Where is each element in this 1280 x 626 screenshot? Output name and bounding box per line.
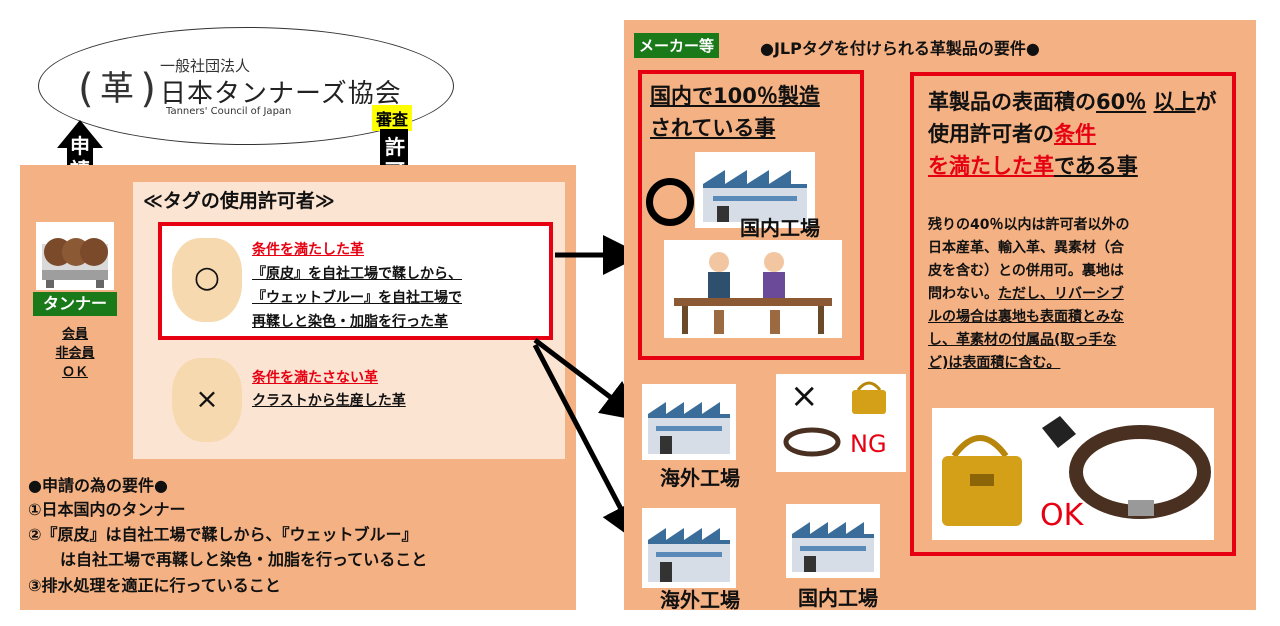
- license-holder-title: ≪タグの使用許可者≫: [143, 190, 335, 212]
- surface-body-part: 問わない。: [928, 286, 998, 302]
- domestic-box: [638, 70, 864, 360]
- ng-bag-icon: [846, 376, 892, 416]
- requirement-item: ③排水処理を適正に行っていること: [28, 576, 281, 595]
- leather-hide-icon: [172, 358, 242, 442]
- craftsmen-illustration: [664, 240, 842, 338]
- review-badge: 審査: [372, 105, 413, 131]
- org-name-en: Tanners' Council of Japan: [166, 106, 292, 117]
- leather-ng-title: 条件を満たさない革: [252, 370, 378, 386]
- overseas-factory-label-2: 海外工場: [660, 588, 740, 612]
- requirement-item: ①日本国内のタンナー: [28, 500, 186, 519]
- ng-belt-icon: [782, 424, 842, 460]
- surface-body-line: ルの場合は裏地も表面積とみな: [928, 309, 1124, 325]
- leather-hide-icon: [172, 238, 242, 322]
- leather-ok-title: 条件を満たした革: [252, 242, 364, 258]
- surface-title-part: 革製品の表面積の: [928, 90, 1096, 114]
- surface-title-part: である事: [1054, 154, 1138, 178]
- requirements-title: ●申請の為の要件●: [28, 476, 168, 495]
- domestic-factory-label: 国内工場: [740, 216, 820, 240]
- overseas-factory-icon: [642, 508, 736, 588]
- surface-title-part: 以上: [1153, 90, 1196, 114]
- org-name: 日本タンナーズ協会: [160, 79, 402, 109]
- maker-header: ●JLPタグを付けられる革製品の要件●: [760, 39, 1040, 58]
- surface-body-part: ただし、リバーシブ: [998, 286, 1124, 302]
- requirement-item: は自社工場で再鞣しと染色・加脂を行っていること: [60, 550, 428, 569]
- surface-title: 革製品の表面積の60％ 以上が使用許可者の条件 を満たした革である事: [928, 86, 1224, 182]
- maker-badge: メーカー等: [634, 33, 720, 58]
- surface-body-line: 問わない。ただし、リバーシブ: [928, 283, 1228, 306]
- org-name-small: 一般社団法人: [160, 57, 251, 75]
- ng-cross: ×: [790, 376, 819, 416]
- tanner-nonmember: 非会員: [55, 346, 95, 361]
- leather-ok-line: 再鞣しと染色・加脂を行った革: [252, 314, 448, 330]
- surface-body-line: 日本産革、輸入革、異素材（合: [928, 240, 1124, 256]
- leather-ng-line: クラストから生産した革: [252, 393, 406, 409]
- tanner-ok: ＯＫ: [61, 365, 88, 380]
- surface-body-line: し、革素材の付属品(取っ手な: [928, 332, 1117, 348]
- bag-belt-illustration: [932, 408, 1214, 540]
- requirement-item: ②『原皮』は自社工場で鞣しから、『ウェットブルー』: [28, 525, 418, 544]
- surface-body-line: 残りの40％以内は許可者以外の: [928, 217, 1130, 233]
- tanner-machine-icon: [36, 222, 114, 290]
- surface-title-part: 条件: [1054, 122, 1096, 146]
- surface-body: 残りの40％以内は許可者以外の 日本産革、輸入革、異素材（合 皮を含む）との併用…: [928, 214, 1228, 375]
- ok-label: OK: [1040, 498, 1084, 533]
- ng-label: NG: [850, 430, 887, 458]
- factory-icon: [695, 152, 815, 228]
- domestic-ok-circle: [646, 178, 694, 226]
- surface-body-line: ど)は表面積に含む。: [928, 355, 1061, 371]
- surface-title-part: 60％: [1096, 90, 1147, 114]
- domestic-box-line1: 国内で100％製造: [650, 84, 820, 108]
- tanner-member: 会員: [61, 327, 88, 342]
- surface-title-part: を満たした革: [928, 154, 1054, 178]
- overseas-factory-icon: [642, 384, 736, 460]
- overseas-factory-label: 海外工場: [660, 466, 740, 490]
- leather-ng-symbol: ×: [195, 382, 219, 415]
- tanner-badge: タンナー: [33, 292, 117, 316]
- surface-body-line: 皮を含む）との併用可。裏地は: [928, 263, 1124, 279]
- leather-ok-line: 『原皮』を自社工場で鞣しから、: [252, 266, 462, 282]
- domestic-factory-label-2: 国内工場: [798, 586, 878, 610]
- surface-title-part: が使用許可者の: [928, 90, 1217, 146]
- domestic-factory-icon: [786, 504, 880, 578]
- domestic-box-line2: されている事: [650, 116, 776, 140]
- org-logo: ( 革 ): [78, 66, 156, 112]
- leather-ok-line: 『ウェットブルー』を自社工場で: [252, 290, 462, 306]
- surface-box: [910, 72, 1236, 556]
- leather-ok-symbol: ○: [193, 260, 221, 295]
